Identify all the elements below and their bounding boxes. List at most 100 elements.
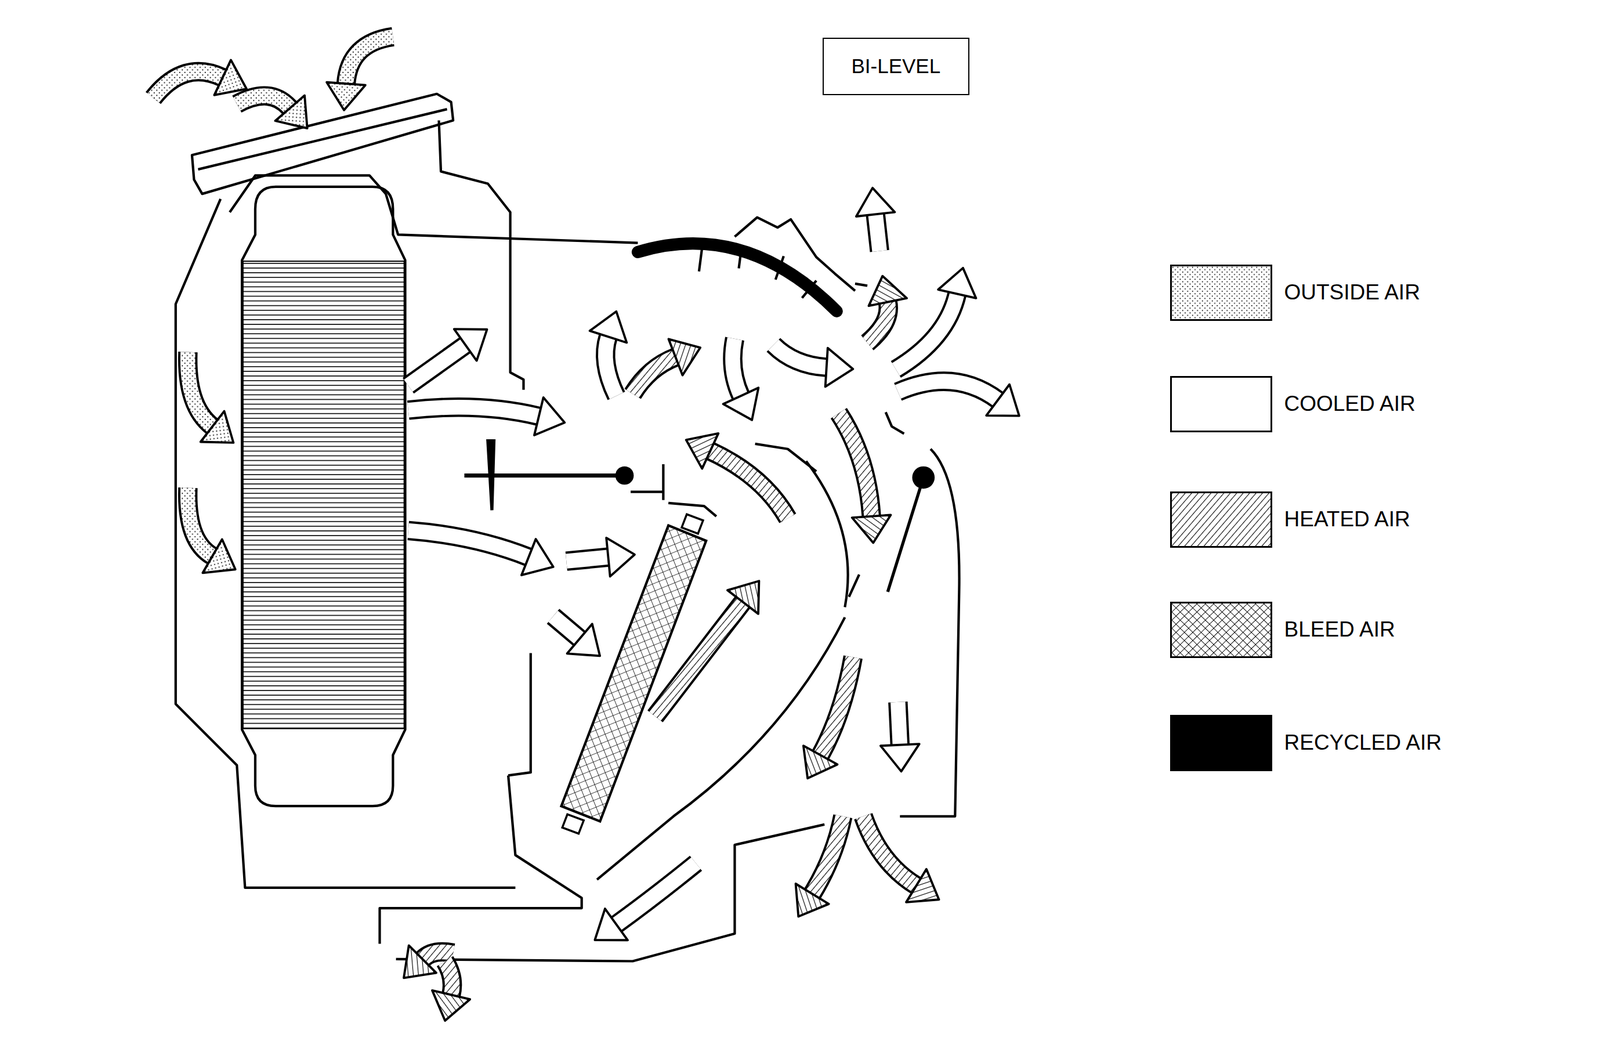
- legend-entry: COOLED AIR: [1170, 375, 1415, 433]
- door-pivot: [615, 466, 635, 485]
- arrow-outline: [444, 960, 453, 995]
- cooled-air-arrow: [408, 344, 466, 386]
- divider: [755, 443, 817, 472]
- legend-label: OUTSIDE AIR: [1283, 280, 1420, 305]
- arrow-outline: [422, 951, 454, 959]
- heated-air-arrow: [422, 951, 454, 959]
- swatch-fill: [1171, 603, 1271, 657]
- arrow-outline: [408, 530, 530, 557]
- arrow-outline: [616, 863, 696, 925]
- legend-swatch: [1170, 601, 1273, 658]
- arrow-outline: [408, 344, 466, 386]
- outside-air-arrow: [345, 36, 393, 84]
- inlet-cover-edge: [197, 109, 447, 170]
- arrow-body: [820, 656, 853, 755]
- arrow-body: [812, 816, 843, 894]
- arrow-outline: [187, 352, 213, 427]
- heater-case-wall: [508, 652, 531, 776]
- outside-air-arrow: [187, 487, 213, 557]
- cooled-air-arrow: [616, 863, 696, 925]
- cooled-air-arrow: [408, 530, 530, 557]
- heated-air-arrow: [863, 816, 917, 886]
- legend-entry: HEATED AIR: [1170, 491, 1410, 548]
- vent-lip: [885, 411, 905, 434]
- legend-entry: OUTSIDE AIR: [1170, 264, 1420, 321]
- mode-door: [637, 243, 837, 312]
- vent-door: [887, 466, 935, 592]
- inlet-cover: [192, 93, 454, 194]
- arrow-body: [898, 381, 998, 400]
- arrow-body: [773, 344, 827, 368]
- arrow-body: [867, 302, 889, 343]
- outside-air-arrow: [153, 71, 223, 98]
- arrow-body: [408, 530, 530, 557]
- housing: [175, 93, 960, 962]
- arrow-body: [566, 556, 608, 561]
- arrow-body: [605, 336, 617, 396]
- arrow-outline: [187, 487, 213, 557]
- arrow-outline: [566, 556, 608, 561]
- outside-air-arrow: [187, 352, 213, 427]
- arrow-outline: [838, 413, 872, 517]
- door-stop: [630, 464, 717, 517]
- swatch-fill: [1171, 493, 1271, 546]
- arrow-body: [863, 816, 917, 886]
- cooled-air-arrow: [732, 338, 741, 396]
- mode-label-box: BI-LEVEL: [822, 37, 970, 96]
- divider-tip: [848, 574, 860, 597]
- swatch-fill: [1171, 266, 1271, 320]
- arrow-body: [732, 338, 741, 396]
- heater-core-cap: [562, 813, 584, 834]
- cooled-air-arrow: [773, 344, 827, 368]
- legend-swatch: [1170, 264, 1273, 321]
- arrow-body: [408, 344, 466, 386]
- door-blade: [637, 243, 837, 312]
- arrow-outline: [895, 293, 958, 369]
- heated-air-arrow: [820, 656, 853, 755]
- arrow-body: [236, 95, 290, 108]
- arrow-body: [187, 352, 213, 427]
- arrow-outline: [236, 95, 290, 108]
- arrow-outline: [867, 302, 889, 343]
- arrow-outline: [812, 816, 843, 894]
- arrow-outline: [820, 656, 853, 755]
- heated-air-arrow: [867, 302, 889, 343]
- arrow-outline: [875, 214, 880, 251]
- floor-duct-upper: [379, 775, 582, 944]
- arrow-outline: [408, 407, 539, 417]
- arrow-outline: [898, 701, 901, 745]
- arrow-outline: [153, 71, 223, 98]
- cooled-air-arrow: [898, 701, 901, 745]
- arrow-outline: [345, 36, 393, 84]
- legend-label: RECYCLED AIR: [1283, 730, 1442, 755]
- legend-swatch: [1170, 714, 1273, 771]
- door-seal: [487, 440, 495, 511]
- cooled-air-arrow: [898, 381, 998, 400]
- arrow-body: [898, 701, 901, 745]
- arrow-body: [710, 450, 788, 519]
- arrow-body: [838, 413, 872, 517]
- mode-label: BI-LEVEL: [851, 55, 941, 78]
- arrow-outline: [605, 336, 617, 396]
- outside-air-arrow: [236, 95, 290, 108]
- floor-duct-lower: [396, 824, 825, 962]
- heater-core-cap: [681, 513, 704, 534]
- arrow-outline: [552, 616, 580, 639]
- heated-air-arrow: [444, 960, 453, 995]
- swatch-pattern: [1171, 266, 1271, 320]
- cooled-air-arrow: [552, 616, 580, 639]
- door-blade: [887, 477, 924, 592]
- arrow-outline: [773, 344, 827, 368]
- arrow-body: [616, 863, 696, 925]
- heated-air-arrow: [812, 816, 843, 894]
- swatch-pattern: [1171, 603, 1271, 657]
- arrow-outline: [898, 381, 998, 400]
- legend-label: COOLED AIR: [1283, 392, 1415, 416]
- arrow-body: [875, 214, 880, 251]
- divider-curve: [806, 461, 849, 607]
- evaporator-core: [241, 186, 405, 806]
- swatch-pattern: [1171, 493, 1271, 546]
- arrow-outline: [732, 338, 741, 396]
- arrow-outline: [710, 450, 788, 519]
